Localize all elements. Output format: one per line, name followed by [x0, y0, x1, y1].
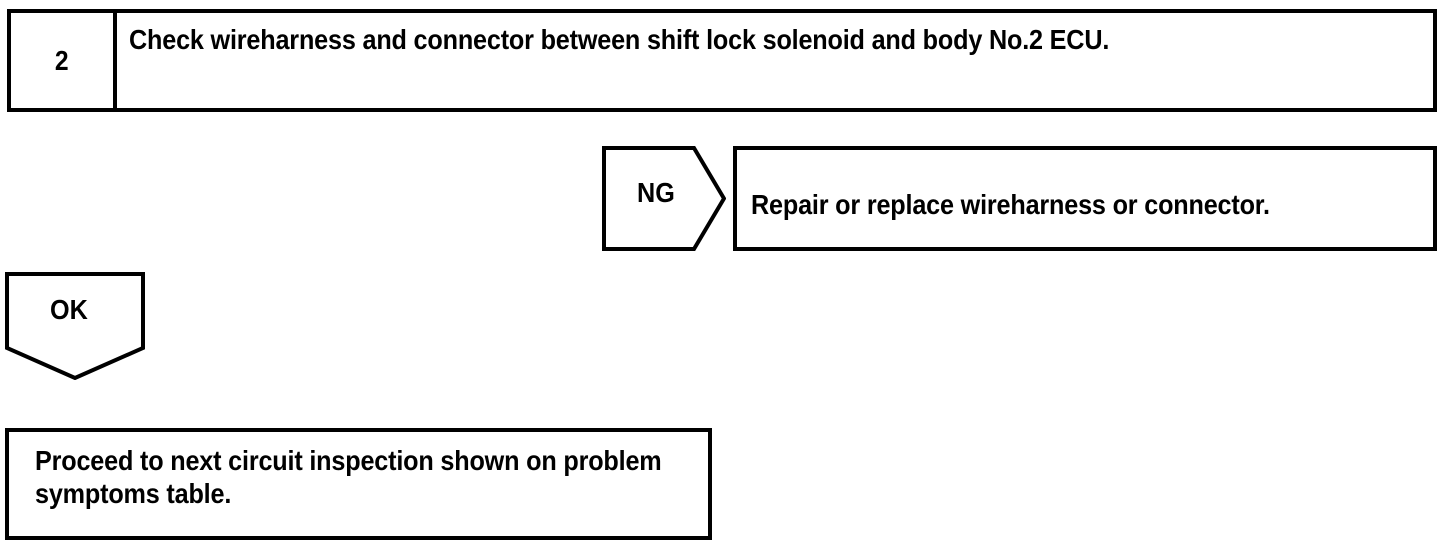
step-row: 2 Check wireharness and connector betwee… — [7, 9, 1437, 112]
step-instruction-text: Check wireharness and connector between … — [129, 24, 1110, 55]
step-number-cell: 2 — [11, 13, 117, 108]
ok-outcome-box: Proceed to next circuit inspection shown… — [5, 428, 712, 540]
ng-branch-tag: NG — [602, 146, 726, 251]
ok-branch-tag: OK — [5, 272, 145, 380]
ng-outcome-text: Repair or replace wireharness or connect… — [751, 189, 1270, 220]
pentagon-down-icon — [5, 272, 145, 380]
step-number: 2 — [55, 44, 69, 76]
ok-outcome-text: Proceed to next circuit inspection shown… — [35, 445, 662, 509]
pentagon-right-icon — [602, 146, 726, 251]
ng-outcome-box: Repair or replace wireharness or connect… — [733, 146, 1437, 251]
step-instruction-cell: Check wireharness and connector between … — [117, 13, 1433, 108]
ok-branch-label: OK — [50, 294, 88, 325]
ng-branch-label: NG — [637, 177, 675, 208]
